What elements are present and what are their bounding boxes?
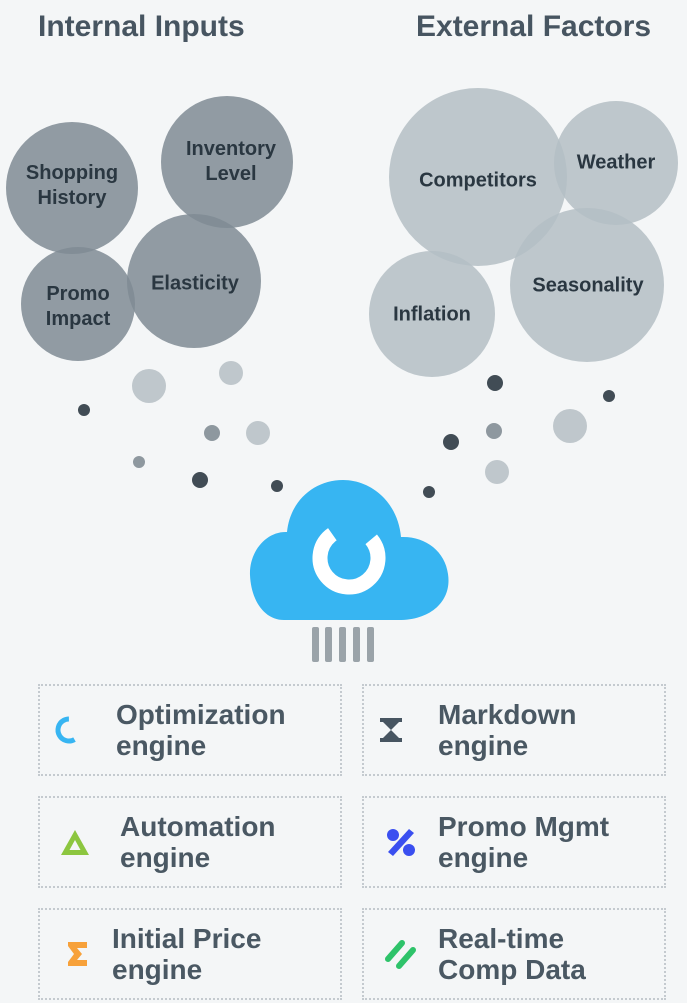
internal-bubbles: [6, 96, 293, 361]
output-line: [325, 627, 332, 662]
engine-card-markdown: Markdown engine: [362, 684, 666, 776]
bubble-label-seasonality: Seasonality: [532, 274, 644, 297]
sigma-icon: [60, 937, 94, 971]
cloud-icon: [249, 480, 449, 620]
output-line: [353, 627, 360, 662]
flow-dot: [487, 375, 503, 391]
output-line: [339, 627, 346, 662]
engine-label-markdown: Markdown engine: [438, 699, 577, 761]
engine-card-automation: Automation engine: [38, 796, 342, 888]
cloud-output-lines: [312, 627, 374, 662]
flow-dot: [486, 423, 502, 439]
bubble-seasonality: [510, 208, 664, 362]
flow-dot: [78, 404, 90, 416]
external-factors-heading: External Factors: [416, 10, 652, 43]
engine-card-promo-mgmt: Promo Mgmt engine: [362, 796, 666, 888]
bubble-promo-impact: [21, 247, 135, 361]
external-bubbles: [369, 88, 678, 377]
triangle-icon: [58, 825, 92, 859]
bubble-label-shopping-history: Shopping History: [25, 162, 119, 209]
engine-card-initial-price: Initial Price engine: [38, 908, 342, 1000]
output-line: [312, 627, 319, 662]
engine-label-realtime-comp: Real-time Comp Data: [438, 923, 586, 985]
engine-label-initial-price: Initial Price engine: [112, 923, 262, 985]
engine-card-realtime-comp: Real-time Comp Data: [362, 908, 666, 1000]
bubble-label-inventory-level: Inventory Level: [185, 138, 277, 185]
bubble-inventory-level: [161, 96, 293, 228]
engine-label-promo-mgmt: Promo Mgmt engine: [438, 811, 610, 873]
bubble-label-promo-impact: Promo Impact: [45, 283, 111, 330]
flow-dot: [219, 361, 243, 385]
bubble-label-competitors: Competitors: [419, 169, 537, 192]
flow-dot: [271, 480, 283, 492]
bubble-shopping-history: [6, 122, 138, 254]
bubble-inflation: [369, 251, 495, 377]
bubble-weather: [554, 101, 678, 225]
engine-card-optimization: Optimization engine: [38, 684, 342, 776]
flow-dot: [192, 472, 208, 488]
bubble-label-elasticity: Elasticity: [151, 272, 239, 295]
flow-dot: [246, 421, 270, 445]
bubble-label-inflation: Inflation: [393, 303, 471, 326]
flow-dot: [204, 425, 220, 441]
flow-dot: [553, 409, 587, 443]
flow-dots: [78, 361, 615, 498]
output-line: [367, 627, 374, 662]
circular-arrow-icon: [52, 713, 86, 747]
flow-dot: [443, 434, 459, 450]
percent-icon: [384, 825, 418, 859]
double-slash-icon: [384, 937, 418, 971]
bubble-label-weather: Weather: [576, 151, 656, 174]
flow-dot: [423, 486, 435, 498]
flow-dot: [603, 390, 615, 402]
bubble-competitors: [389, 88, 567, 266]
engine-label-optimization: Optimization engine: [116, 699, 286, 761]
internal-inputs-heading: Internal Inputs: [38, 10, 245, 43]
hourglass-icon: [374, 713, 408, 747]
bubble-elasticity: [127, 214, 261, 348]
flow-dot: [485, 460, 509, 484]
flow-dot: [132, 369, 166, 403]
engine-label-automation: Automation engine: [120, 811, 276, 873]
flow-dot: [133, 456, 145, 468]
